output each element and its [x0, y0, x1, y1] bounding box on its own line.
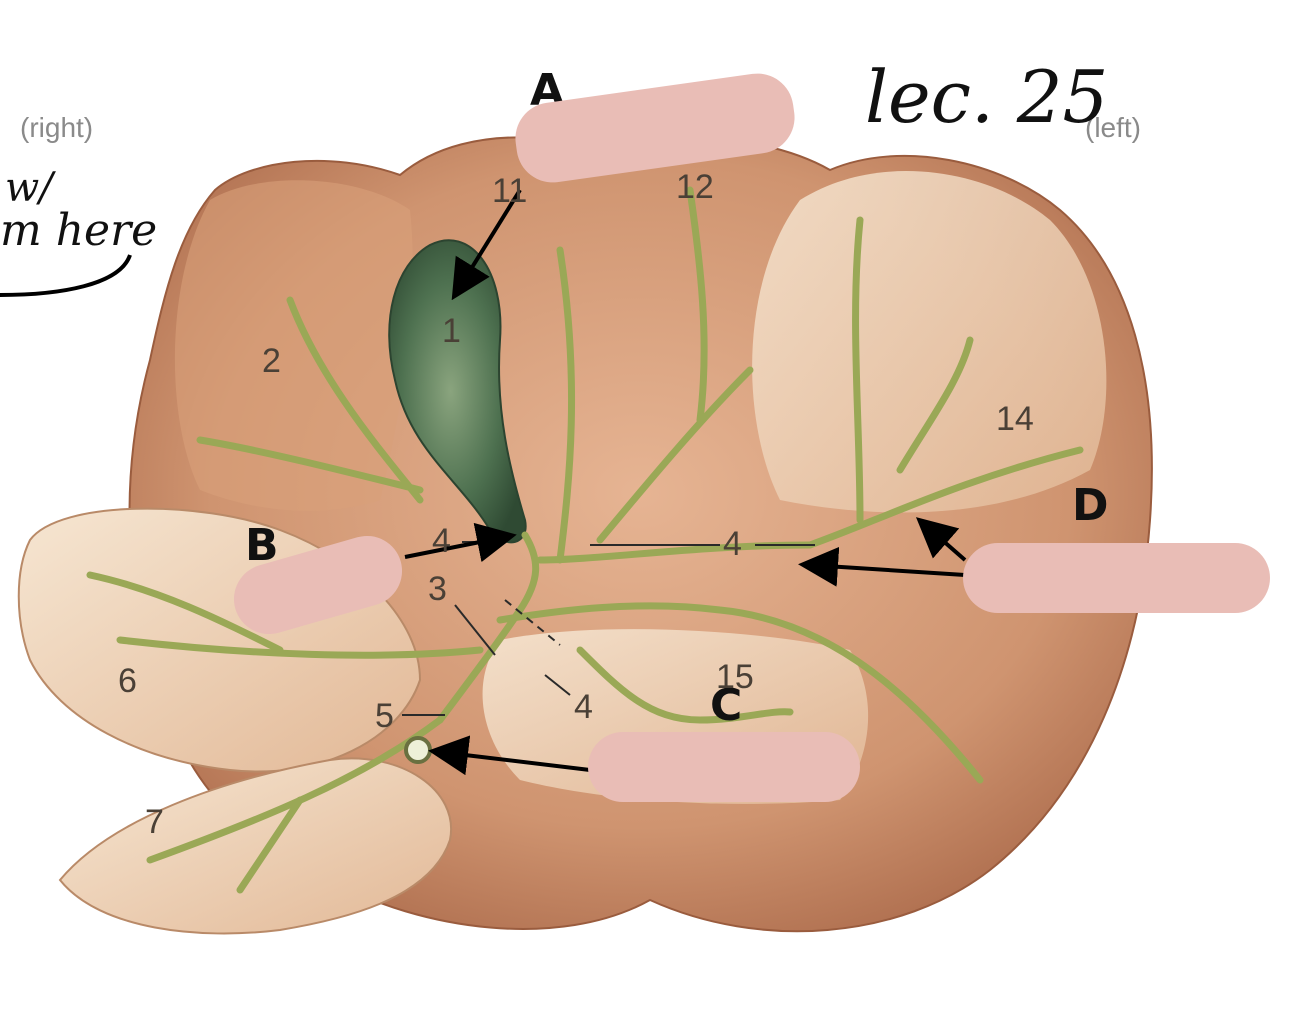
label-c: C	[710, 680, 743, 731]
right-label: (right)	[20, 112, 94, 143]
note-line-1: w/	[5, 165, 53, 211]
right-lobe	[174, 180, 413, 511]
num-4-a: 4	[432, 522, 451, 560]
num-4-c: 4	[574, 688, 593, 726]
num-4-b: 4	[723, 525, 742, 563]
arrow-d1	[798, 546, 966, 587]
num-2: 2	[262, 342, 281, 380]
lobe-7	[58, 757, 453, 935]
num-12: 12	[676, 168, 714, 206]
duct-opening	[404, 736, 432, 764]
num-6: 6	[118, 662, 137, 700]
arrow-d2	[915, 517, 967, 562]
arrow-c	[428, 735, 591, 776]
lecture-title: lec. 25	[865, 55, 1109, 139]
num-1: 1	[442, 312, 461, 350]
left-label: (left)	[1085, 112, 1141, 143]
handwritten-underline	[0, 254, 132, 297]
left-lobe	[752, 171, 1107, 513]
bile-ducts	[86, 186, 1084, 894]
answer-box-d[interactable]	[963, 543, 1270, 613]
arrow-b	[404, 522, 517, 563]
num-5: 5	[375, 697, 394, 735]
label-d: D	[1072, 480, 1109, 531]
answer-box-c[interactable]	[588, 732, 860, 802]
num-11: 11	[492, 172, 528, 210]
num-7: 7	[145, 803, 164, 841]
num-3: 3	[428, 570, 447, 608]
arrow-a	[451, 188, 522, 301]
note-line-2: m here	[0, 205, 158, 256]
num-14: 14	[996, 400, 1034, 438]
num-15: 15	[716, 658, 754, 696]
gallbladder	[388, 239, 527, 544]
